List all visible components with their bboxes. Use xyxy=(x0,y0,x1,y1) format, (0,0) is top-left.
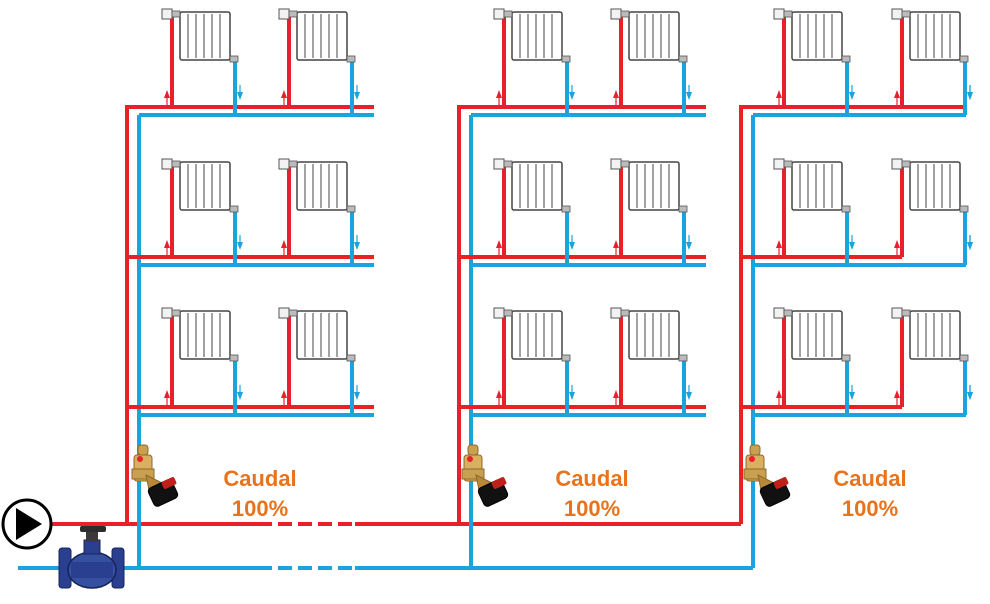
flow-rate-label: Caudal 100% xyxy=(200,464,320,524)
flow-down-arrow-icon xyxy=(237,92,243,100)
flow-rate-value: 100% xyxy=(841,496,899,521)
flow-down-arrow-icon xyxy=(967,242,973,250)
flow-down-arrow-icon xyxy=(686,392,692,400)
flow-down-arrow-icon xyxy=(849,92,855,100)
flow-down-arrow-icon xyxy=(569,242,575,250)
flow-up-arrow-icon xyxy=(164,390,170,398)
flow-rate-label: Caudal 100% xyxy=(532,464,652,524)
flow-up-arrow-icon xyxy=(894,90,900,98)
flow-down-arrow-icon xyxy=(849,242,855,250)
flow-up-arrow-icon xyxy=(613,90,619,98)
flow-up-arrow-icon xyxy=(281,240,287,248)
flow-up-arrow-icon xyxy=(496,90,502,98)
flow-down-arrow-icon xyxy=(569,92,575,100)
flow-down-arrow-icon xyxy=(686,242,692,250)
flow-down-arrow-icon xyxy=(354,92,360,100)
flow-down-arrow-icon xyxy=(569,392,575,400)
flow-rate-value: 100% xyxy=(231,496,289,521)
radiator-array xyxy=(161,8,969,362)
flow-down-arrow-icon xyxy=(967,92,973,100)
flow-rate-title: Caudal xyxy=(555,466,629,491)
flow-down-arrow-icon xyxy=(967,392,973,400)
flow-rate-value: 100% xyxy=(563,496,621,521)
flow-rate-label: Caudal 100% xyxy=(810,464,930,524)
flow-up-arrow-icon xyxy=(164,90,170,98)
flow-rate-title: Caudal xyxy=(833,466,907,491)
flow-down-arrow-icon xyxy=(686,92,692,100)
flow-down-arrow-icon xyxy=(849,392,855,400)
flow-up-arrow-icon xyxy=(281,90,287,98)
flow-down-arrow-icon xyxy=(237,392,243,400)
flow-up-arrow-icon xyxy=(613,390,619,398)
flow-up-arrow-icon xyxy=(776,90,782,98)
flow-up-arrow-icon xyxy=(281,390,287,398)
flow-up-arrow-icon xyxy=(613,240,619,248)
flow-up-arrow-icon xyxy=(496,390,502,398)
pump-icon xyxy=(1,498,53,550)
flow-up-arrow-icon xyxy=(496,240,502,248)
flow-down-arrow-icon xyxy=(354,392,360,400)
flow-down-arrow-icon xyxy=(237,242,243,250)
flow-rate-title: Caudal xyxy=(223,466,297,491)
pipe-network xyxy=(18,16,973,570)
flow-up-arrow-icon xyxy=(894,390,900,398)
flow-up-arrow-icon xyxy=(776,240,782,248)
flow-down-arrow-icon xyxy=(354,242,360,250)
flow-up-arrow-icon xyxy=(776,390,782,398)
flow-up-arrow-icon xyxy=(164,240,170,248)
balancing-valve-icon xyxy=(58,526,125,589)
flow-up-arrow-icon xyxy=(894,240,900,248)
